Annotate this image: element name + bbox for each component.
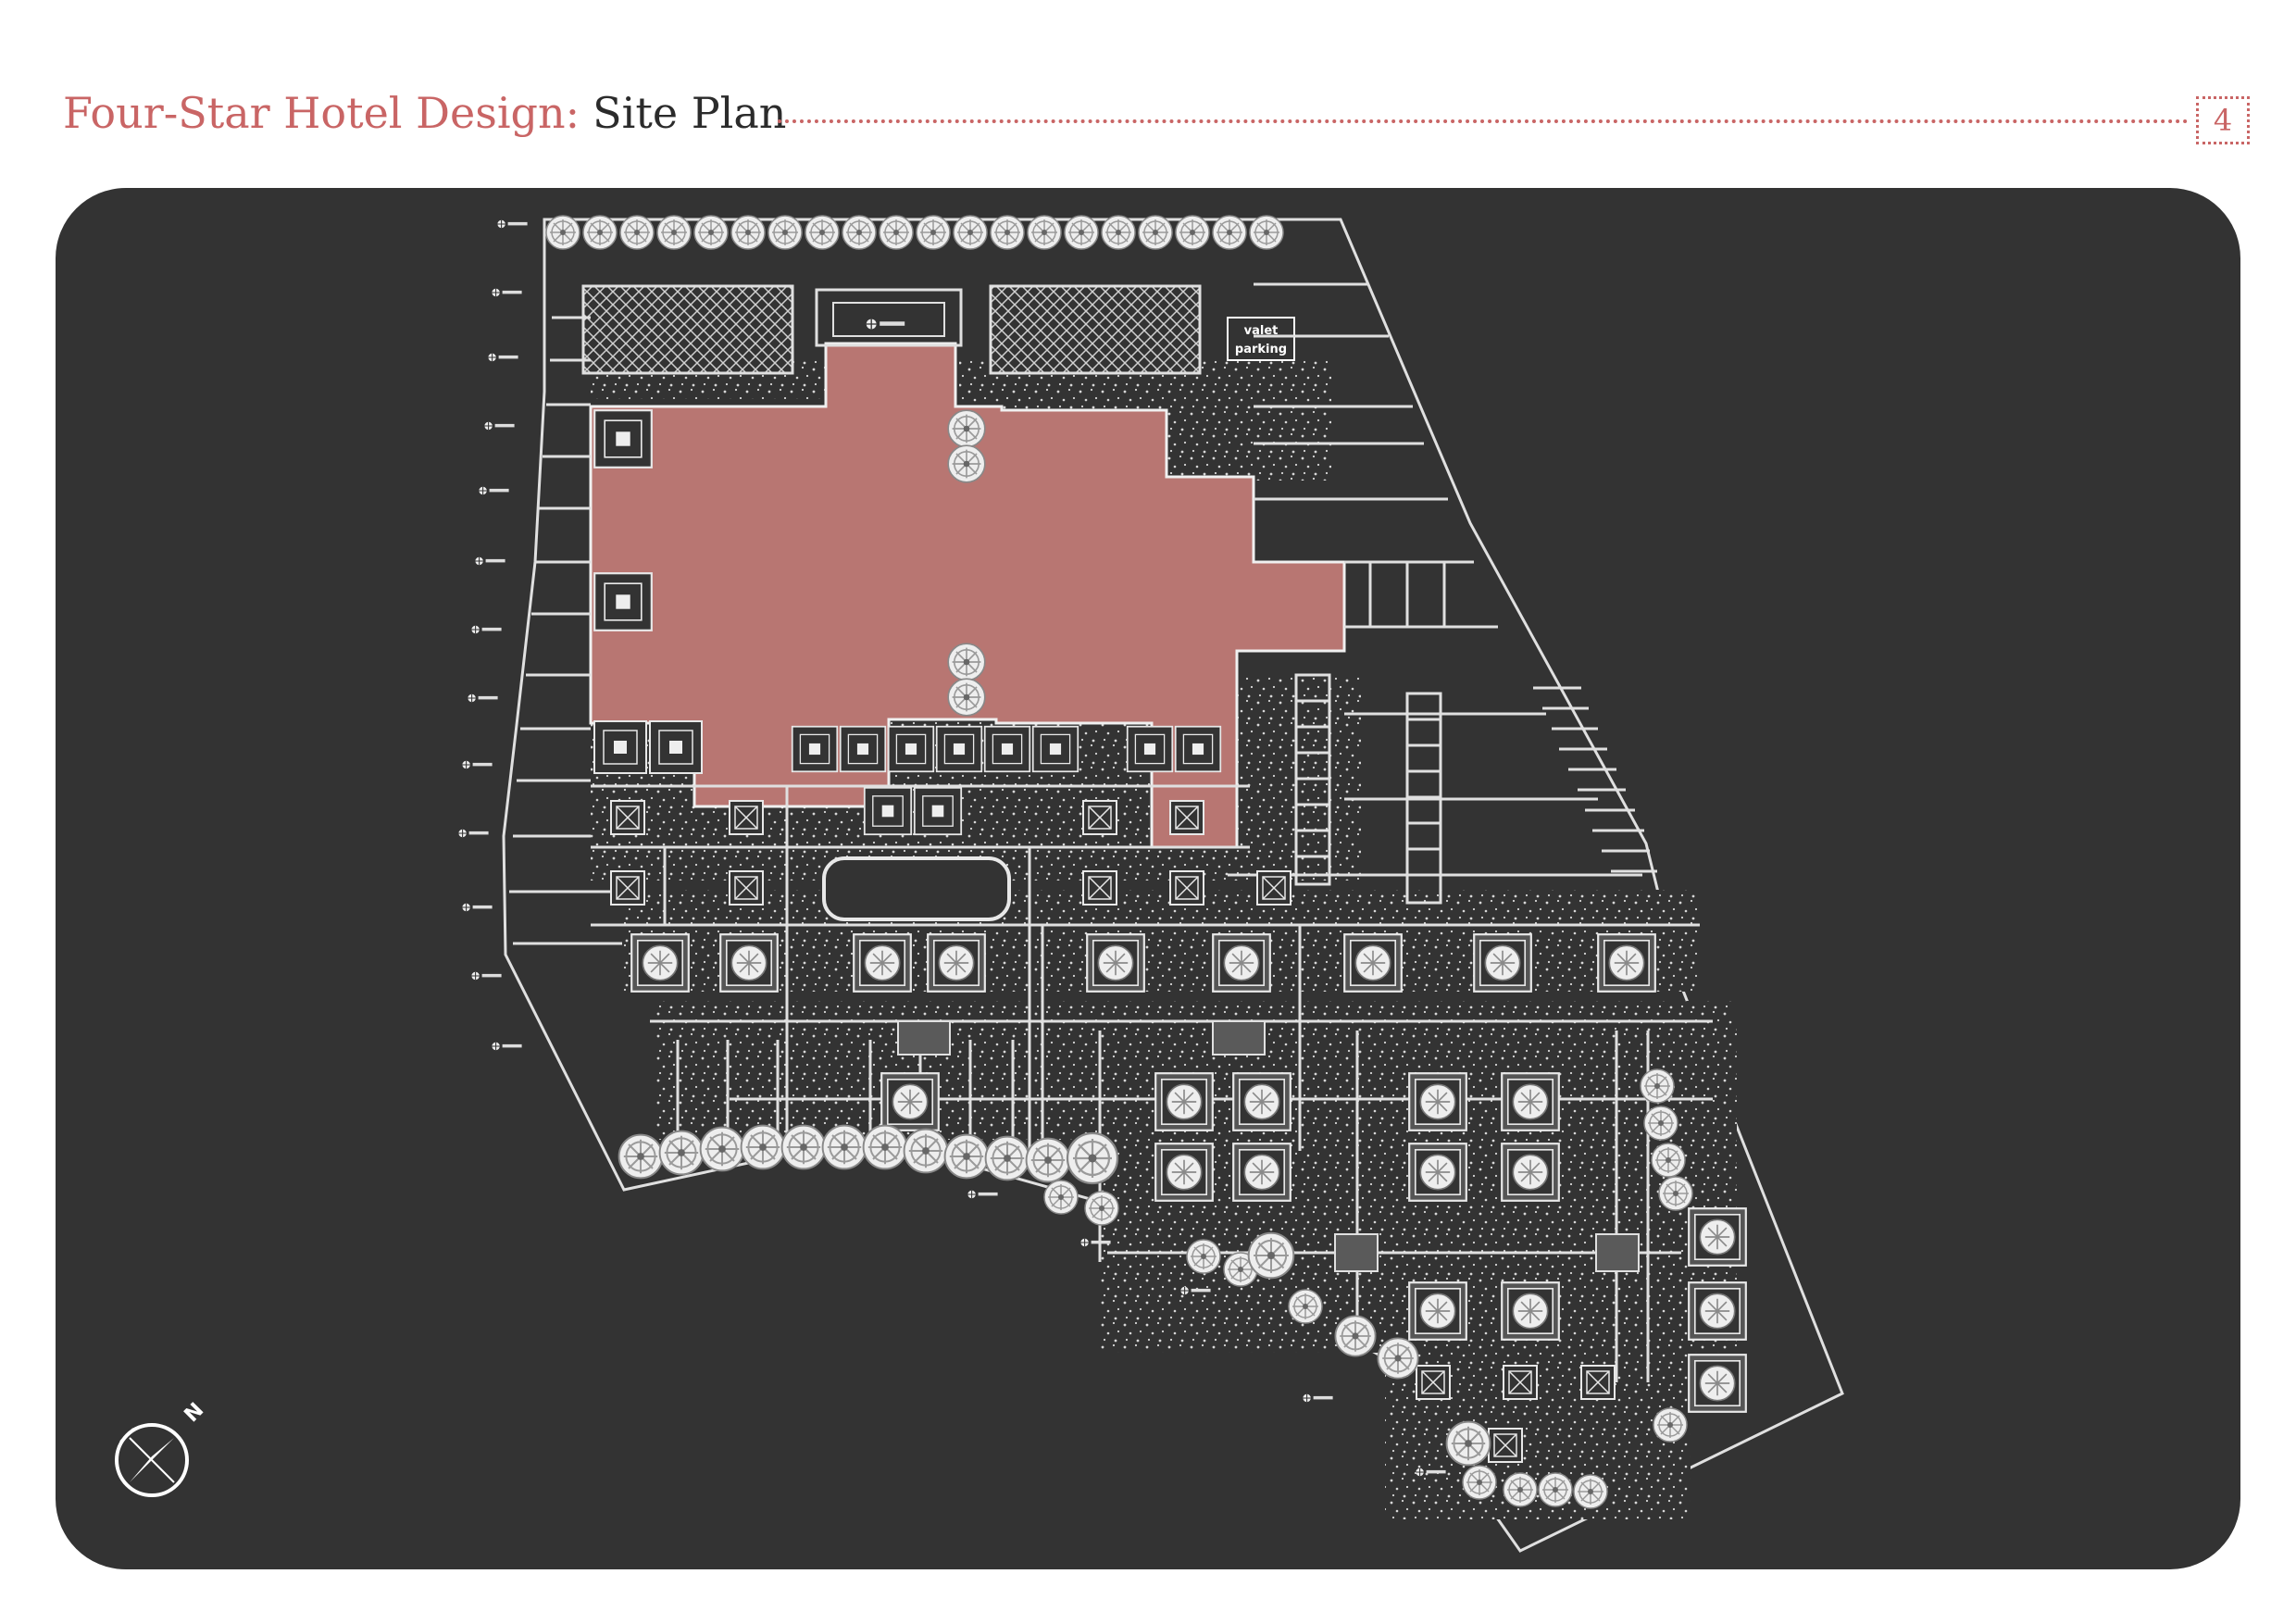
valet-label: valet [1244, 324, 1279, 338]
title-main: Four-Star Hotel Design: [63, 88, 580, 138]
entrance-canopy-inner [832, 302, 945, 337]
title-sub: Site Plan [593, 88, 787, 138]
plaza-square [1212, 1020, 1266, 1056]
plaza-square [1334, 1233, 1379, 1272]
swimming-pool [822, 856, 1011, 921]
site-plan-panel: valet parking [56, 188, 2240, 1569]
entrance-canopy [815, 288, 963, 347]
entrance-planter-left [581, 284, 794, 375]
east-parking-lines [1228, 282, 1642, 877]
plaza-square [897, 1020, 951, 1056]
page-title: Four-Star Hotel Design: Site Plan [63, 76, 786, 150]
north-label: N [181, 1399, 209, 1428]
valet-parking-sign [1227, 317, 1295, 361]
gravel-zone [622, 890, 1698, 992]
site-plan-drawing: valet parking [115, 215, 1844, 1553]
title-dotted-rule [778, 119, 2189, 123]
page-number: 4 [2196, 96, 2250, 144]
west-steps [509, 316, 622, 945]
east-ramps [1294, 673, 1657, 905]
north-arrow [115, 1423, 189, 1497]
page-header: Four-Star Hotel Design: Site Plan 4 [63, 76, 2250, 150]
plaza-square [1595, 1233, 1640, 1272]
parking-label: parking [1235, 343, 1287, 356]
entrance-planter-right [989, 284, 1202, 375]
